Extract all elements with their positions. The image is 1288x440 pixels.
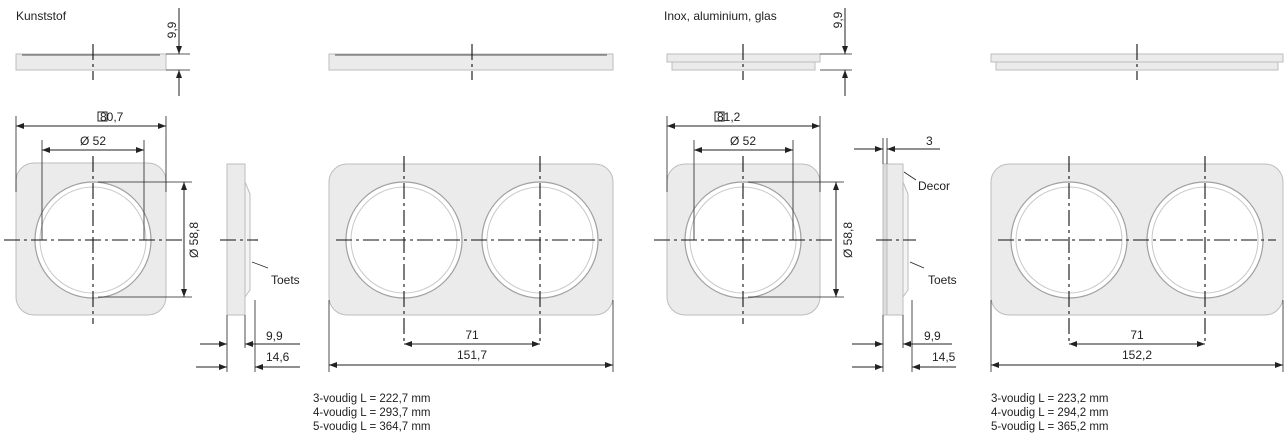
inox-single-top-view: 9,9 [666, 8, 852, 96]
decor-dim-label: 3 [926, 134, 933, 148]
hole-diameter-label: Ø 52 [80, 134, 106, 148]
inox-double-top-view [990, 44, 1284, 80]
inox-hole-diameter-label: Ø 52 [730, 134, 756, 148]
double-frame-top-view [328, 44, 614, 80]
inox-note-4-voudig: 4-voudig L = 294,2 mm [991, 407, 1109, 419]
inox-centre-distance-label: 71 [1130, 328, 1144, 342]
total-width-label: 151,7 [457, 348, 487, 362]
side-dim-inner-label: 9,9 [266, 329, 283, 343]
note-3-voudig: 3-voudig L = 222,7 mm [313, 393, 431, 405]
inox-side-view: 3 Decor Toets 9,9 14,5 [852, 134, 957, 372]
side-dim-outer-label: 14,6 [266, 350, 290, 364]
inox-single-front-view: 81,2 Ø 52 Ø 58,8 [654, 110, 855, 324]
single-frame-top-view: 9,9 [15, 8, 190, 96]
inox-frame-square-label: 81,2 [707, 110, 741, 124]
toets-label: Toets [271, 273, 300, 287]
inox-section: Inox, aluminium, glas 9,9 [654, 8, 1284, 433]
inox-heading: Inox, aluminium, glas [664, 9, 777, 23]
vertical-diameter-label: Ø 58,8 [187, 222, 201, 258]
kunststof-heading: Kunststof [16, 9, 67, 23]
inox-toets-label: Toets [928, 273, 957, 287]
inox-top-thickness-label: 9,9 [831, 11, 845, 28]
double-frame-front-view: 71 151,7 [328, 156, 614, 372]
frame-square-label: 80,7 [90, 110, 124, 124]
note-5-voudig: 5-voudig L = 364,7 mm [313, 421, 431, 433]
inox-note-3-voudig: 3-voudig L = 223,2 mm [991, 393, 1109, 405]
single-frame-front-view: 80,7 Ø 52 Ø 58,8 [4, 110, 201, 324]
single-frame-side-view: Toets 9,9 14,6 [196, 163, 300, 372]
kunststof-section: Kunststof 9,9 80,7 [4, 8, 614, 433]
inox-side-dim-outer-label: 14,5 [932, 350, 956, 364]
inox-vertical-diameter-label: Ø 58,8 [841, 222, 855, 258]
inox-note-5-voudig: 5-voudig L = 365,2 mm [991, 421, 1109, 433]
inox-total-width-label: 152,2 [1122, 348, 1152, 362]
inox-side-dim-inner-label: 9,9 [924, 329, 941, 343]
top-thickness-label: 9,9 [165, 21, 179, 38]
inox-double-front-view: 71 152,2 [990, 156, 1284, 372]
note-4-voudig: 4-voudig L = 293,7 mm [313, 407, 431, 419]
centre-distance-label: 71 [465, 328, 479, 342]
decor-label: Decor [918, 179, 950, 193]
